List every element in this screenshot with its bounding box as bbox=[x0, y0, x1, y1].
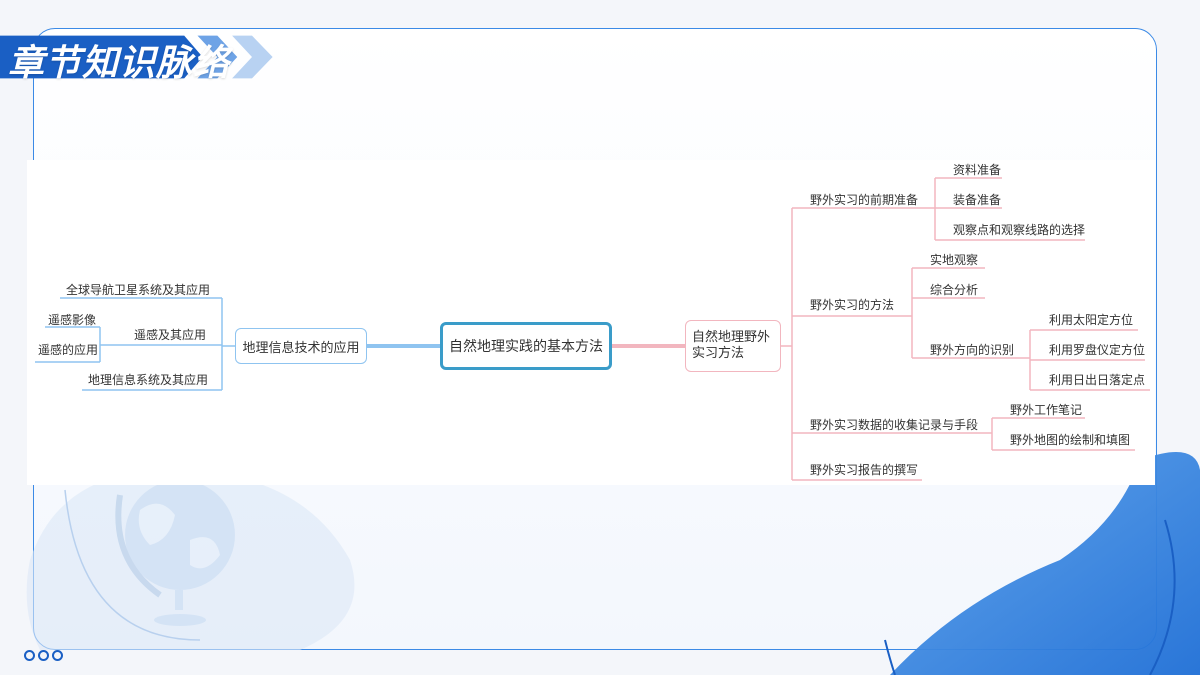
mindmap-node-sun: 利用太阳定方位 bbox=[1049, 313, 1134, 327]
footer-dots bbox=[24, 650, 63, 661]
mindmap-root: 自然地理实践的基本方法 bbox=[440, 322, 612, 370]
mindmap-node-analyze: 综合分析 bbox=[930, 283, 979, 297]
title-banner bbox=[0, 35, 273, 79]
mindmap-node-rs: 遥感及其应用 bbox=[134, 328, 207, 342]
dot-icon bbox=[38, 650, 49, 661]
page-title: 章节知识脉络 bbox=[8, 43, 231, 84]
mindmap-node-data: 野外实习数据的收集记录与手段 bbox=[810, 418, 979, 432]
dot-icon bbox=[24, 650, 35, 661]
mindmap-right-branch-line2: 实习方法 bbox=[692, 346, 745, 361]
mindmap-node-prep: 野外实习的前期准备 bbox=[810, 193, 919, 207]
mindmap-node-mapping: 野外地图的绘制和填图 bbox=[1010, 433, 1131, 447]
mindmap-node-rs-app: 遥感的应用 bbox=[38, 343, 99, 357]
mindmap-node-prep-data: 资料准备 bbox=[953, 163, 1002, 177]
mindmap-node-direction: 野外方向的识别 bbox=[930, 343, 1015, 357]
mindmap-node-report: 野外实习报告的撰写 bbox=[810, 463, 919, 477]
mindmap-node-sunrise: 利用日出日落定点 bbox=[1049, 373, 1146, 387]
mindmap-node-prep-route: 观察点和观察线路的选择 bbox=[953, 223, 1086, 237]
mindmap-node-prep-gear: 装备准备 bbox=[953, 193, 1002, 207]
mindmap-node-rs-image: 遥感影像 bbox=[48, 313, 97, 327]
mindmap-left-branch: 地理信息技术的应用 bbox=[235, 328, 367, 364]
mindmap-right-branch: 自然地理野外 实习方法 bbox=[685, 320, 781, 372]
mindmap-node-gis: 地理信息系统及其应用 bbox=[88, 373, 209, 387]
mindmap-node-compass: 利用罗盘仪定方位 bbox=[1049, 343, 1146, 357]
dot-icon bbox=[52, 650, 63, 661]
mindmap-node-method: 野外实习的方法 bbox=[810, 298, 895, 312]
globe-icon bbox=[115, 480, 235, 626]
mindmap-node-observe: 实地观察 bbox=[930, 253, 979, 267]
mindmap-right-branch-line1: 自然地理野外 bbox=[692, 330, 771, 345]
mindmap-node-notes: 野外工作笔记 bbox=[1010, 403, 1083, 417]
mindmap-node-gnss: 全球导航卫星系统及其应用 bbox=[66, 283, 211, 297]
